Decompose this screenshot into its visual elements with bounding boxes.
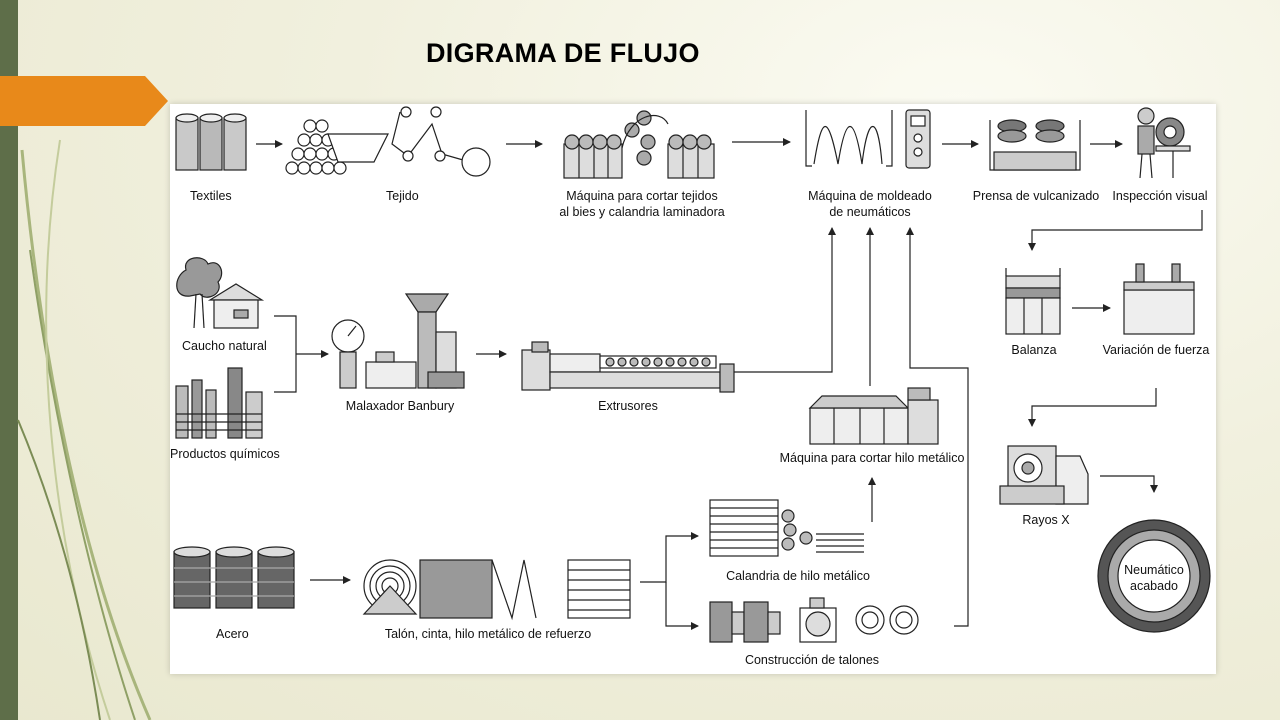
label-neumatico-line2: acabado [1130, 579, 1178, 593]
label-quimicos: Productos químicos [170, 447, 280, 461]
prensa-vulcanizado-illustration [989, 119, 1081, 171]
caucho-natural-illustration [176, 257, 265, 329]
label-talon: Talón, cinta, hilo metálico de refuerzo [385, 627, 591, 641]
label-rayos: Rayos X [1022, 513, 1070, 527]
label-construccion: Construcción de talones [745, 653, 879, 667]
moldeado-illustration [805, 109, 931, 169]
label-tejido: Tejido [386, 189, 419, 203]
tire-manufacturing-flow-diagram: Textiles Tejido Máquina para cortar teji… [170, 106, 1211, 667]
label-acero: Acero [216, 627, 249, 641]
construccion-talones-illustration [709, 597, 919, 643]
inspeccion-illustration [1137, 107, 1191, 179]
textiles-illustration [175, 113, 247, 171]
label-balanza: Balanza [1011, 343, 1056, 357]
label-malaxador: Malaxador Banbury [346, 399, 455, 413]
cortadora-tejidos-illustration [563, 110, 715, 179]
label-moldeado-line2: de neumáticos [829, 205, 910, 219]
label-cortadora-line1: Máquina para cortar tejidos [566, 189, 717, 203]
left-accent-bar [0, 0, 18, 720]
tejido-illustration [285, 106, 491, 177]
extrusores-illustration [521, 341, 764, 393]
orange-arrow-tab [0, 76, 168, 126]
label-caucho: Caucho natural [182, 339, 267, 353]
variacion-fuerza-illustration [1123, 263, 1195, 335]
cortar-hilo-illustration [808, 387, 939, 445]
productos-quimicos-illustration [175, 367, 263, 439]
label-textiles: Textiles [190, 189, 232, 203]
label-calandria-hilo: Calandria de hilo metálico [726, 569, 870, 583]
balanza-illustration [1005, 268, 1061, 335]
label-prensa: Prensa de vulcanizado [973, 189, 1100, 203]
label-variacion: Variación de fuerza [1103, 343, 1210, 357]
flow-diagram-panel: Textiles Tejido Máquina para cortar teji… [170, 104, 1216, 674]
label-extrusores: Extrusores [598, 399, 658, 413]
rayos-x-illustration [999, 445, 1089, 505]
label-neumatico-line1: Neumático [1124, 563, 1184, 577]
calandria-hilo-illustration [709, 499, 864, 557]
label-cortar-hilo: Máquina para cortar hilo metálico [780, 451, 965, 465]
label-moldeado-line1: Máquina de moldeado [808, 189, 932, 203]
talon-illustration [362, 559, 631, 621]
label-inspeccion: Inspección visual [1112, 189, 1207, 203]
decorative-swoosh-lines [17, 139, 152, 720]
slide-title: DIGRAMA DE FLUJO [426, 38, 700, 68]
label-cortadora-line2: al bies y calandria laminadora [559, 205, 724, 219]
acero-illustration [173, 546, 295, 609]
neumatico-acabado-illustration [1097, 519, 1211, 633]
malaxador-illustration [331, 293, 465, 389]
